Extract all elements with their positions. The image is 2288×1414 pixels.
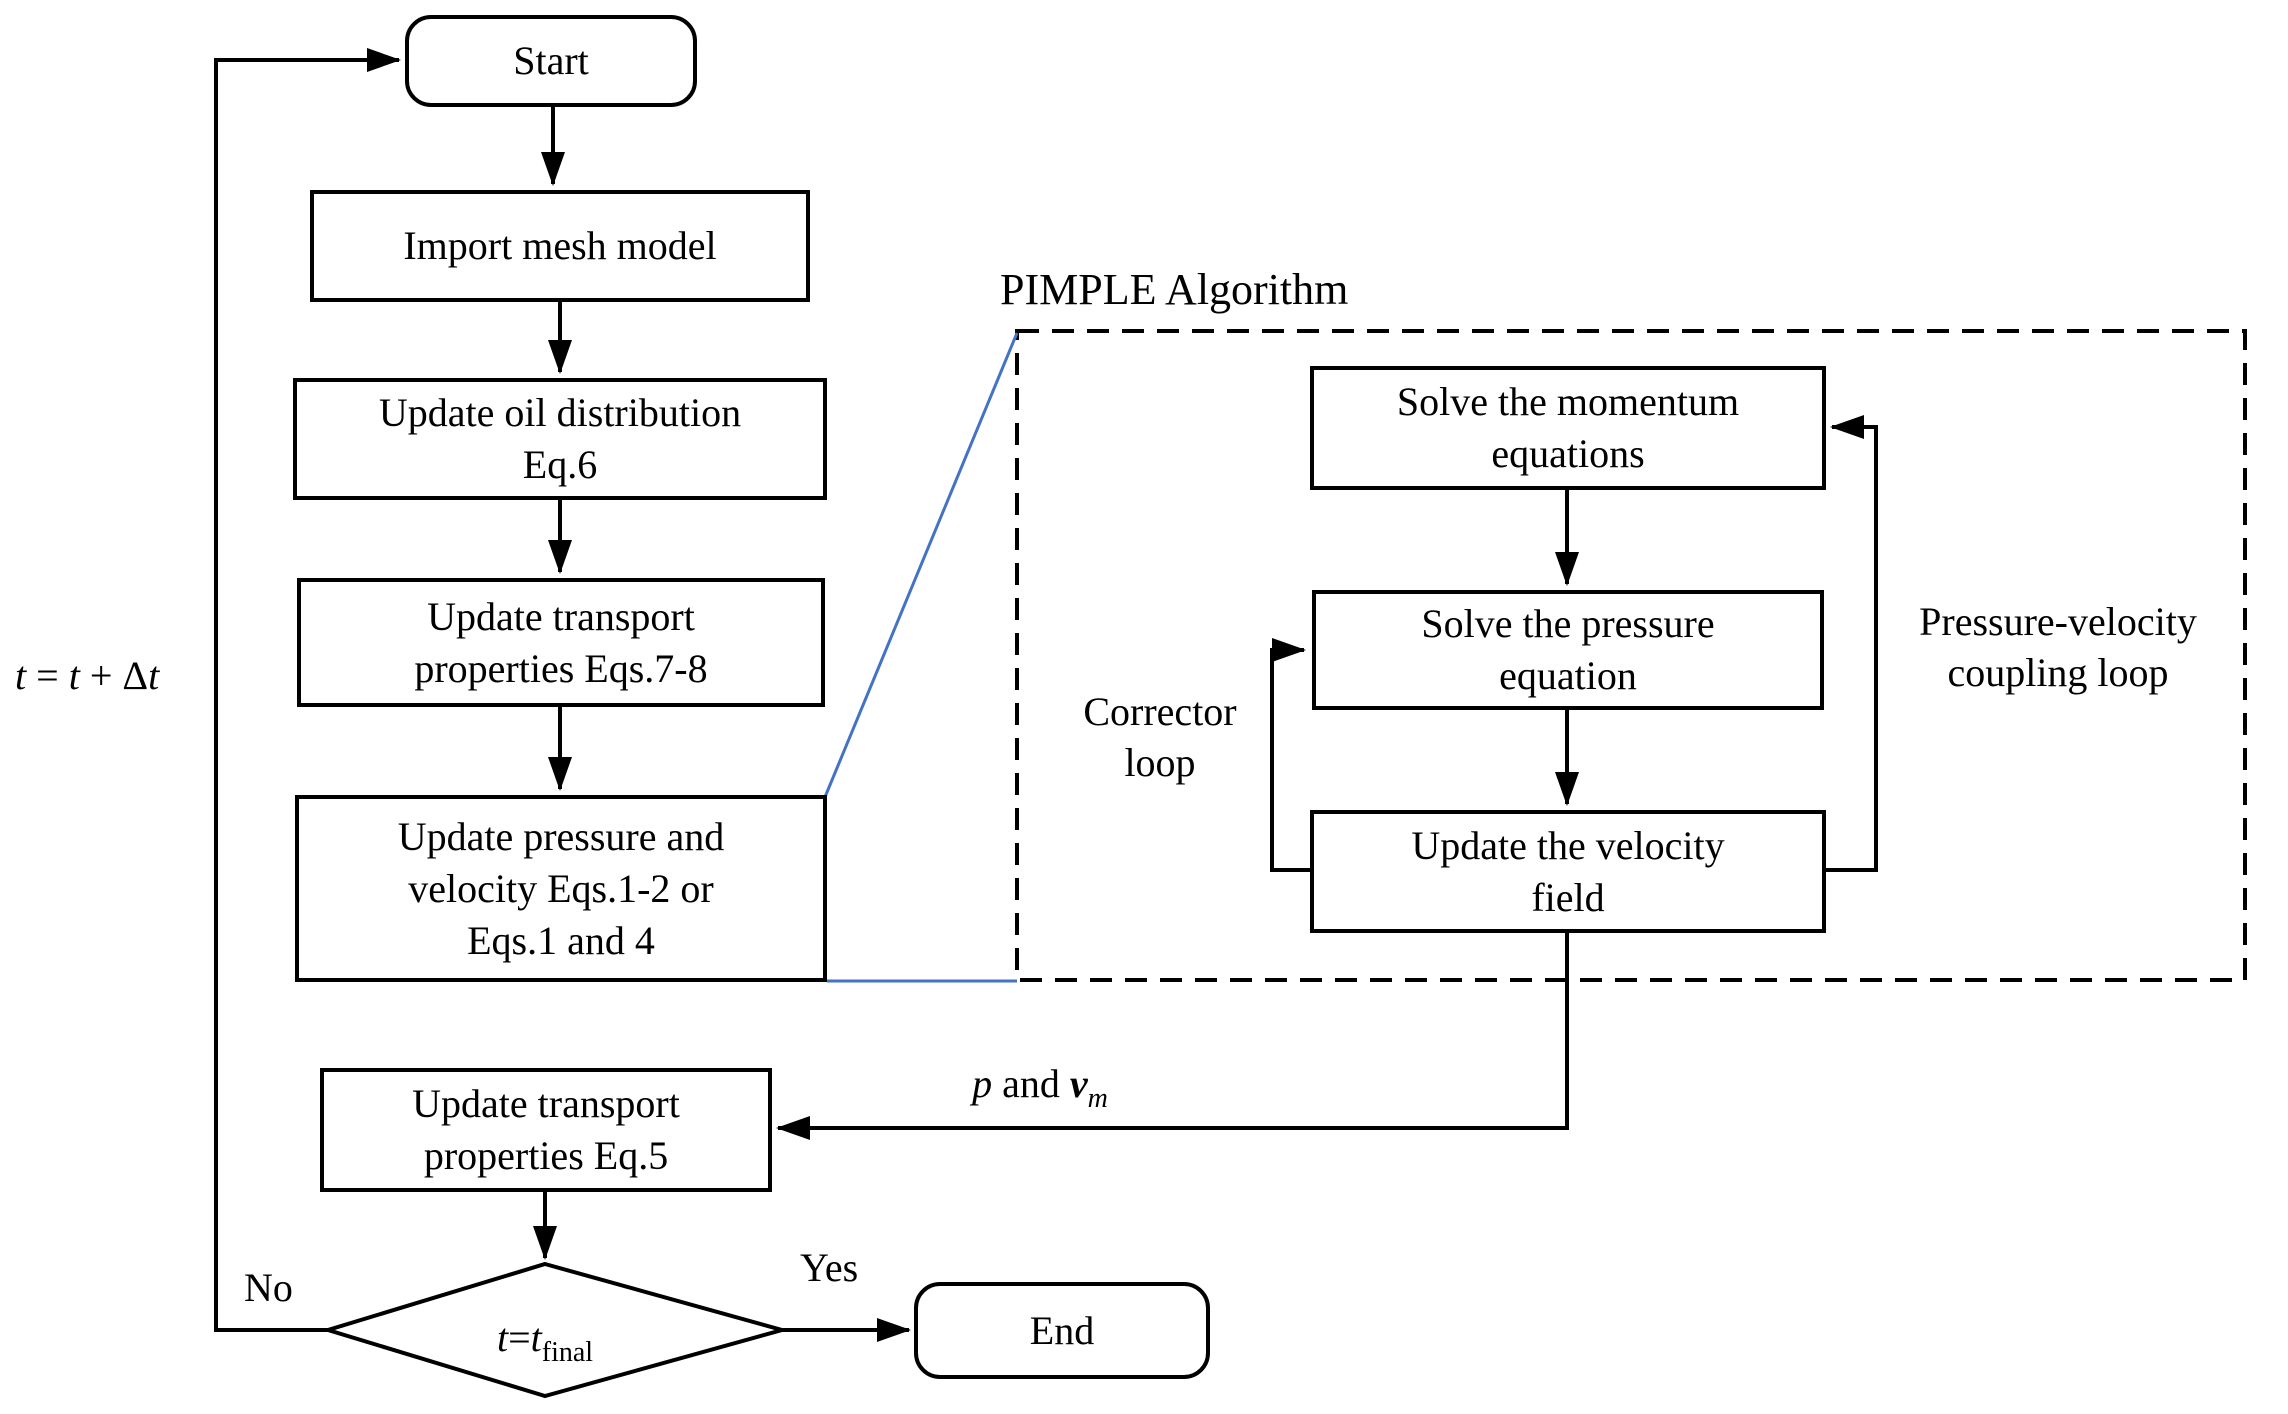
- node-start-label: Start: [513, 38, 589, 83]
- node-import-mesh-label: Import mesh model: [403, 223, 717, 268]
- node-label-line: Update transport: [427, 593, 695, 639]
- node-solve-momentum: Solve the momentum equations: [1310, 366, 1826, 490]
- node-update-transport-78: Update transport properties Eqs.7-8: [297, 578, 825, 707]
- node-label-line: Update pressure and: [397, 813, 725, 859]
- decision-condition-label: t=tfinal: [420, 1312, 670, 1371]
- node-label-line: field: [1531, 874, 1605, 920]
- node-update-velocity-field: Update the velocity field: [1310, 810, 1826, 933]
- time-increment-t2: t: [68, 653, 80, 698]
- yes-branch-label: Yes: [800, 1245, 859, 1290]
- corrector-loop-label-line2: loop: [1124, 740, 1196, 786]
- node-label-line: Solve the momentum: [1396, 379, 1740, 424]
- vm-subscript: m: [1087, 1083, 1108, 1114]
- node-update-transport-5: Update transport properties Eq.5: [320, 1068, 772, 1192]
- time-increment-t1: t: [15, 653, 27, 698]
- decision-eq: =: [508, 1315, 531, 1360]
- decision-t1: t: [496, 1315, 509, 1360]
- node-start: Start: [405, 15, 697, 107]
- node-label-line: velocity Eqs.1-2 or: [408, 865, 714, 911]
- time-increment-plus: +: [79, 653, 123, 698]
- pimple-dashed-boundary: [1015, 329, 2247, 982]
- node-label-line: Eqs.1 and 4: [467, 917, 655, 963]
- decision-t2: t: [530, 1315, 542, 1360]
- node-label-line: Update transport: [412, 1081, 680, 1126]
- delta-symbol: Δ: [122, 653, 149, 698]
- p-and-vm-label: p and vm: [930, 1058, 1150, 1117]
- node-label-line: Eq.6: [522, 442, 598, 487]
- node-label-line: equation: [1499, 653, 1637, 698]
- node-label-line: Update the velocity: [1411, 822, 1725, 868]
- node-label-line: Update oil distribution: [378, 390, 742, 435]
- decision-diamond: [321, 1261, 790, 1399]
- and-text: and: [992, 1061, 1070, 1106]
- time-increment-t3: t: [148, 653, 160, 698]
- time-increment-label: t = t + Δt: [15, 650, 159, 701]
- node-label-line: Solve the pressure: [1421, 601, 1715, 646]
- node-solve-pressure: Solve the pressure equation: [1312, 590, 1824, 710]
- edge-corrector-loop: [1270, 638, 1310, 872]
- node-label-line: properties Eqs.7-8: [414, 645, 708, 691]
- p-symbol: p: [972, 1061, 993, 1106]
- coupling-loop-label-line2: coupling loop: [1947, 650, 2169, 696]
- vm-symbol: v: [1069, 1061, 1088, 1106]
- no-branch-label: No: [244, 1265, 293, 1310]
- pimple-algorithm-title: PIMPLE Algorithm: [1000, 265, 1349, 314]
- zoom-link-top-line: [823, 332, 1019, 798]
- decision-subscript: final: [541, 1337, 594, 1368]
- node-end: End: [914, 1282, 1210, 1379]
- node-update-pressure-velocity: Update pressure and velocity Eqs.1-2 or …: [295, 795, 827, 982]
- edge-coupling-loop: [1824, 415, 1878, 872]
- node-import-mesh: Import mesh model: [310, 190, 810, 302]
- node-label-line: properties Eq.5: [423, 1133, 669, 1178]
- edge-no-loop-return: [214, 48, 401, 1332]
- node-label-line: equations: [1491, 431, 1645, 476]
- node-end-label: End: [1029, 1307, 1095, 1353]
- node-update-oil: Update oil distribution Eq.6: [293, 378, 827, 500]
- edge-pimple-output-to-eq5: [776, 933, 1569, 1140]
- corrector-loop-label-line1: Corrector: [1083, 689, 1237, 734]
- time-increment-eq: =: [26, 653, 69, 698]
- coupling-loop-label-line1: Pressure-velocity: [1919, 599, 2197, 644]
- corrector-loop-label: Corrector loop: [1040, 686, 1280, 788]
- coupling-loop-label: Pressure-velocity coupling loop: [1868, 596, 2248, 698]
